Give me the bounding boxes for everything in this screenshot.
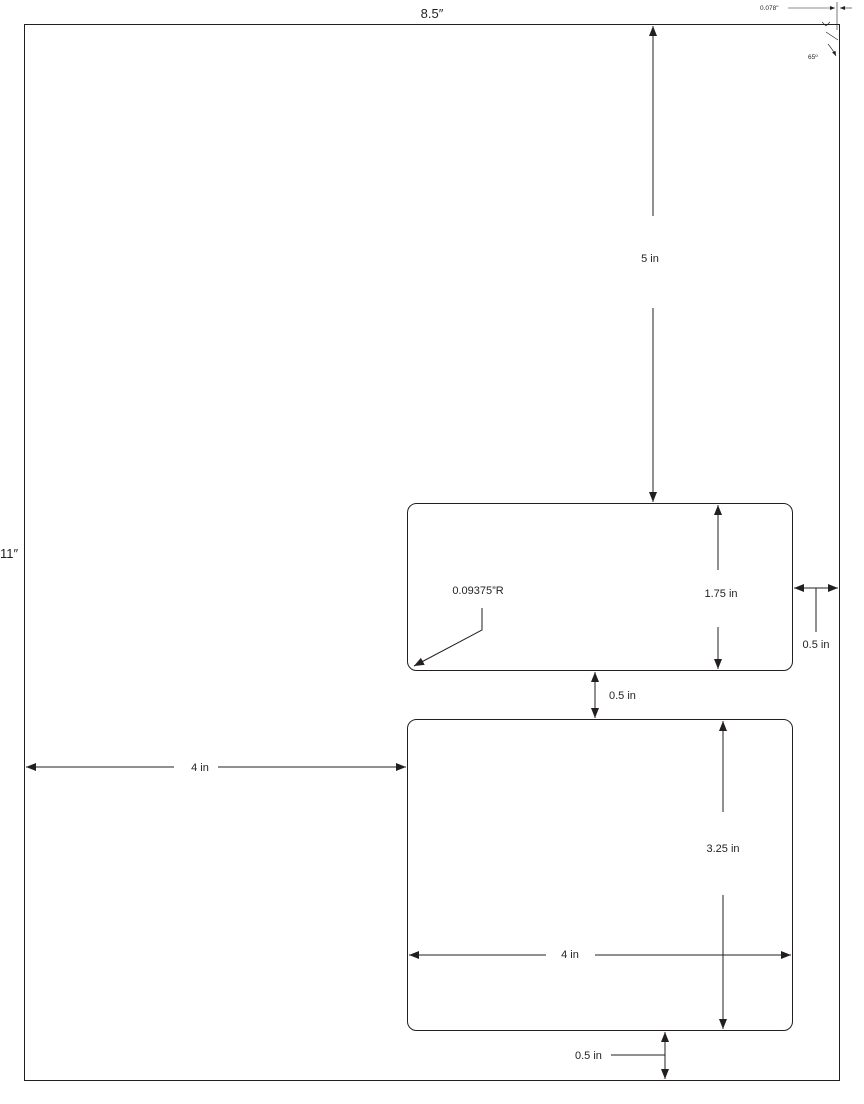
large-label-outline bbox=[407, 719, 793, 1031]
label-width-label: 4 in bbox=[561, 949, 579, 961]
small-label-height-label: 1.75 in bbox=[704, 588, 737, 600]
label-gap-label: 0.5 in bbox=[609, 690, 636, 702]
top-margin-label: 5 in bbox=[641, 253, 659, 265]
right-margin-dimension: 0.5 in bbox=[794, 584, 838, 651]
sheet-outline bbox=[24, 24, 840, 1081]
bottom-margin-dimension: 0.5 in bbox=[575, 1032, 669, 1079]
top-margin-dimension: 5 in bbox=[641, 26, 659, 502]
right-margin-label: 0.5 in bbox=[803, 639, 830, 651]
label-gap-dimension: 0.5 in bbox=[591, 672, 636, 718]
sheet-width-label: 8.5″ bbox=[421, 6, 444, 21]
corner-offset-label: 0.078" bbox=[760, 5, 779, 12]
label-width-dimension: 4 in bbox=[409, 949, 791, 961]
corner-angle-label: 65º bbox=[808, 54, 818, 61]
small-label-height-dimension: 1.75 in bbox=[704, 505, 738, 669]
large-label-height-dimension: 3.25 in bbox=[706, 721, 740, 1029]
corner-radius-label: 0.09375”R bbox=[452, 585, 503, 597]
small-label-outline bbox=[407, 503, 793, 671]
corner-detail: 0.078" 65º bbox=[760, 2, 852, 61]
sheet-height-label: 11″ bbox=[0, 546, 18, 561]
left-margin-label: 4 in bbox=[191, 762, 209, 774]
bottom-margin-label: 0.5 in bbox=[575, 1050, 602, 1062]
corner-radius-callout: 0.09375”R bbox=[413, 585, 504, 667]
left-margin-dimension: 4 in bbox=[26, 762, 406, 774]
large-label-height-label: 3.25 in bbox=[706, 843, 739, 855]
